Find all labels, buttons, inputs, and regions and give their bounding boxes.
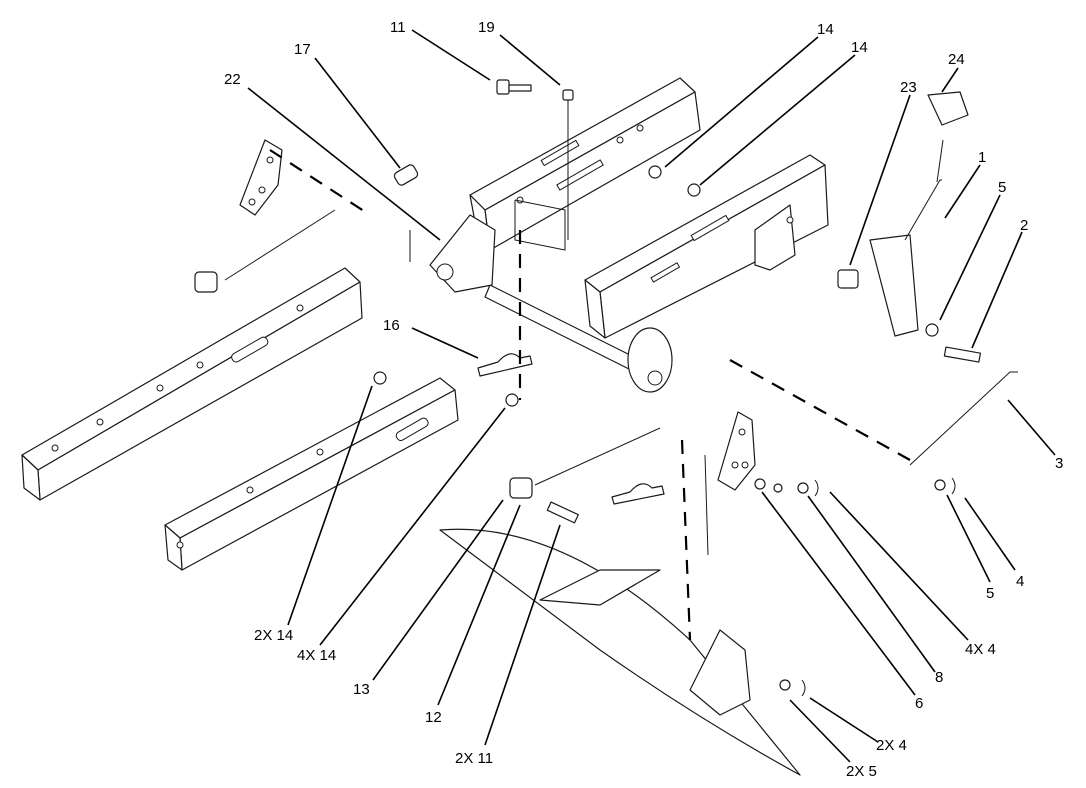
callout-4x14: 4X 14 bbox=[297, 647, 336, 664]
callout-17: 17 bbox=[294, 41, 311, 58]
callout-5-mid: 5 bbox=[986, 585, 994, 602]
callout-2x14: 2X 14 bbox=[254, 627, 293, 644]
callout-19: 19 bbox=[478, 19, 495, 36]
callout-4: 4 bbox=[1016, 573, 1024, 590]
shift-rod-3 bbox=[909, 371, 1018, 466]
top-channel-bracket bbox=[469, 77, 701, 251]
bolt-11-top bbox=[496, 79, 532, 95]
callout-12: 12 bbox=[425, 709, 442, 726]
callout-23: 23 bbox=[900, 79, 917, 96]
callout-16: 16 bbox=[383, 317, 400, 334]
left-link-rod bbox=[194, 209, 336, 293]
lower-frame-arm bbox=[439, 528, 801, 776]
left-lower-rail bbox=[164, 377, 459, 571]
callout-1: 1 bbox=[978, 149, 986, 166]
lower-link-rod bbox=[509, 427, 661, 524]
pedal-plate-left bbox=[239, 139, 283, 216]
callout-4x4: 4X 4 bbox=[965, 641, 996, 658]
bolt-19 bbox=[562, 89, 574, 240]
callout-2: 2 bbox=[1020, 217, 1028, 234]
washers-clips bbox=[754, 477, 956, 697]
callout-labels: 11 19 17 22 14 14 24 23 1 5 2 3 16 4 5 4… bbox=[224, 19, 1063, 780]
left-long-rail bbox=[21, 267, 363, 501]
leader-lines bbox=[247, 29, 1056, 763]
callout-5-top: 5 bbox=[998, 179, 1006, 196]
callout-2x5: 2X 5 bbox=[846, 763, 877, 780]
callout-14-a: 14 bbox=[817, 21, 834, 38]
callout-14-b: 14 bbox=[851, 39, 868, 56]
lever-assembly bbox=[837, 91, 982, 363]
callout-2x11: 2X 11 bbox=[455, 750, 493, 767]
callout-2x4: 2X 4 bbox=[876, 737, 907, 754]
callout-24: 24 bbox=[948, 51, 965, 68]
callout-11-top: 11 bbox=[390, 19, 406, 36]
callout-8: 8 bbox=[935, 669, 943, 686]
center-lines bbox=[269, 149, 911, 641]
spring-17 bbox=[393, 164, 419, 186]
callout-6: 6 bbox=[915, 695, 923, 712]
pedal-plate-right bbox=[717, 411, 756, 491]
nuts bbox=[373, 165, 701, 407]
right-channel-bracket bbox=[584, 154, 829, 339]
callout-22: 22 bbox=[224, 71, 241, 88]
clamp-lower bbox=[611, 483, 665, 505]
clamp-16 bbox=[477, 353, 533, 377]
cross-shaft-assembly bbox=[429, 214, 673, 393]
callout-3: 3 bbox=[1055, 455, 1063, 472]
callout-13: 13 bbox=[353, 681, 370, 698]
